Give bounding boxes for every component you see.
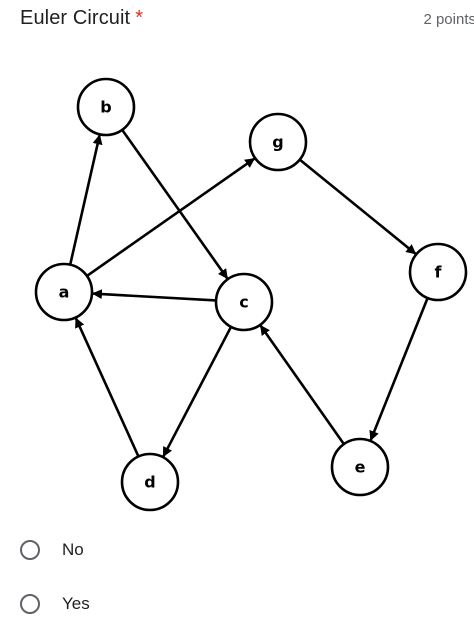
edge-b-to-c <box>121 129 229 280</box>
node-circle-b <box>76 77 136 137</box>
node-label-a: a <box>59 283 70 302</box>
edge-e-to-c <box>259 324 345 445</box>
graph-node-g: g <box>248 112 308 172</box>
option-no-label: No <box>62 540 84 559</box>
option-yes-label: Yes <box>62 594 90 613</box>
edge-d-to-a <box>74 317 140 458</box>
edge-f-to-e <box>369 297 429 442</box>
node-label-f: f <box>435 263 443 282</box>
node-label-c: c <box>239 293 248 312</box>
edge-a-to-b <box>68 134 103 265</box>
nodes-layer: b g a c f d e <box>34 77 468 512</box>
graph-node-a: a <box>34 262 94 322</box>
node-label-d: d <box>144 473 155 492</box>
graph-node-f: f <box>408 242 468 302</box>
radio-unchecked-icon[interactable] <box>20 540 40 560</box>
node-circle-g <box>248 112 308 172</box>
edges-layer <box>68 129 429 458</box>
graph-node-b: b <box>76 77 136 137</box>
option-yes[interactable]: Yes <box>20 586 320 622</box>
node-label-b: b <box>100 98 111 117</box>
node-label-e: e <box>355 458 366 477</box>
node-circle-d <box>120 452 180 512</box>
graph-node-d: d <box>120 452 180 512</box>
node-circle-c <box>214 272 274 332</box>
graph-svg: b g a c f d e <box>34 77 468 512</box>
question-title-text: Euler Circuit <box>20 7 131 29</box>
edge-c-to-a <box>91 289 217 302</box>
graph-node-c: c <box>214 272 274 332</box>
directed-graph-image: b g a c f d e <box>18 62 474 518</box>
graph-node-e: e <box>330 437 390 497</box>
points-label: 2 points <box>423 11 474 28</box>
node-circle-f <box>408 242 468 302</box>
question-title: Euler Circuit* <box>20 7 143 30</box>
edge-c-to-d <box>162 326 233 458</box>
question-header: Euler Circuit* 2 points <box>0 0 474 40</box>
radio-unchecked-icon[interactable] <box>20 594 40 614</box>
node-circle-e <box>330 437 390 497</box>
edge-g-to-f <box>298 158 417 255</box>
node-circle-a <box>34 262 94 322</box>
node-label-g: g <box>272 133 283 152</box>
required-asterisk: * <box>135 7 144 29</box>
option-no[interactable]: No <box>20 532 320 568</box>
edge-a-to-g <box>86 157 256 277</box>
